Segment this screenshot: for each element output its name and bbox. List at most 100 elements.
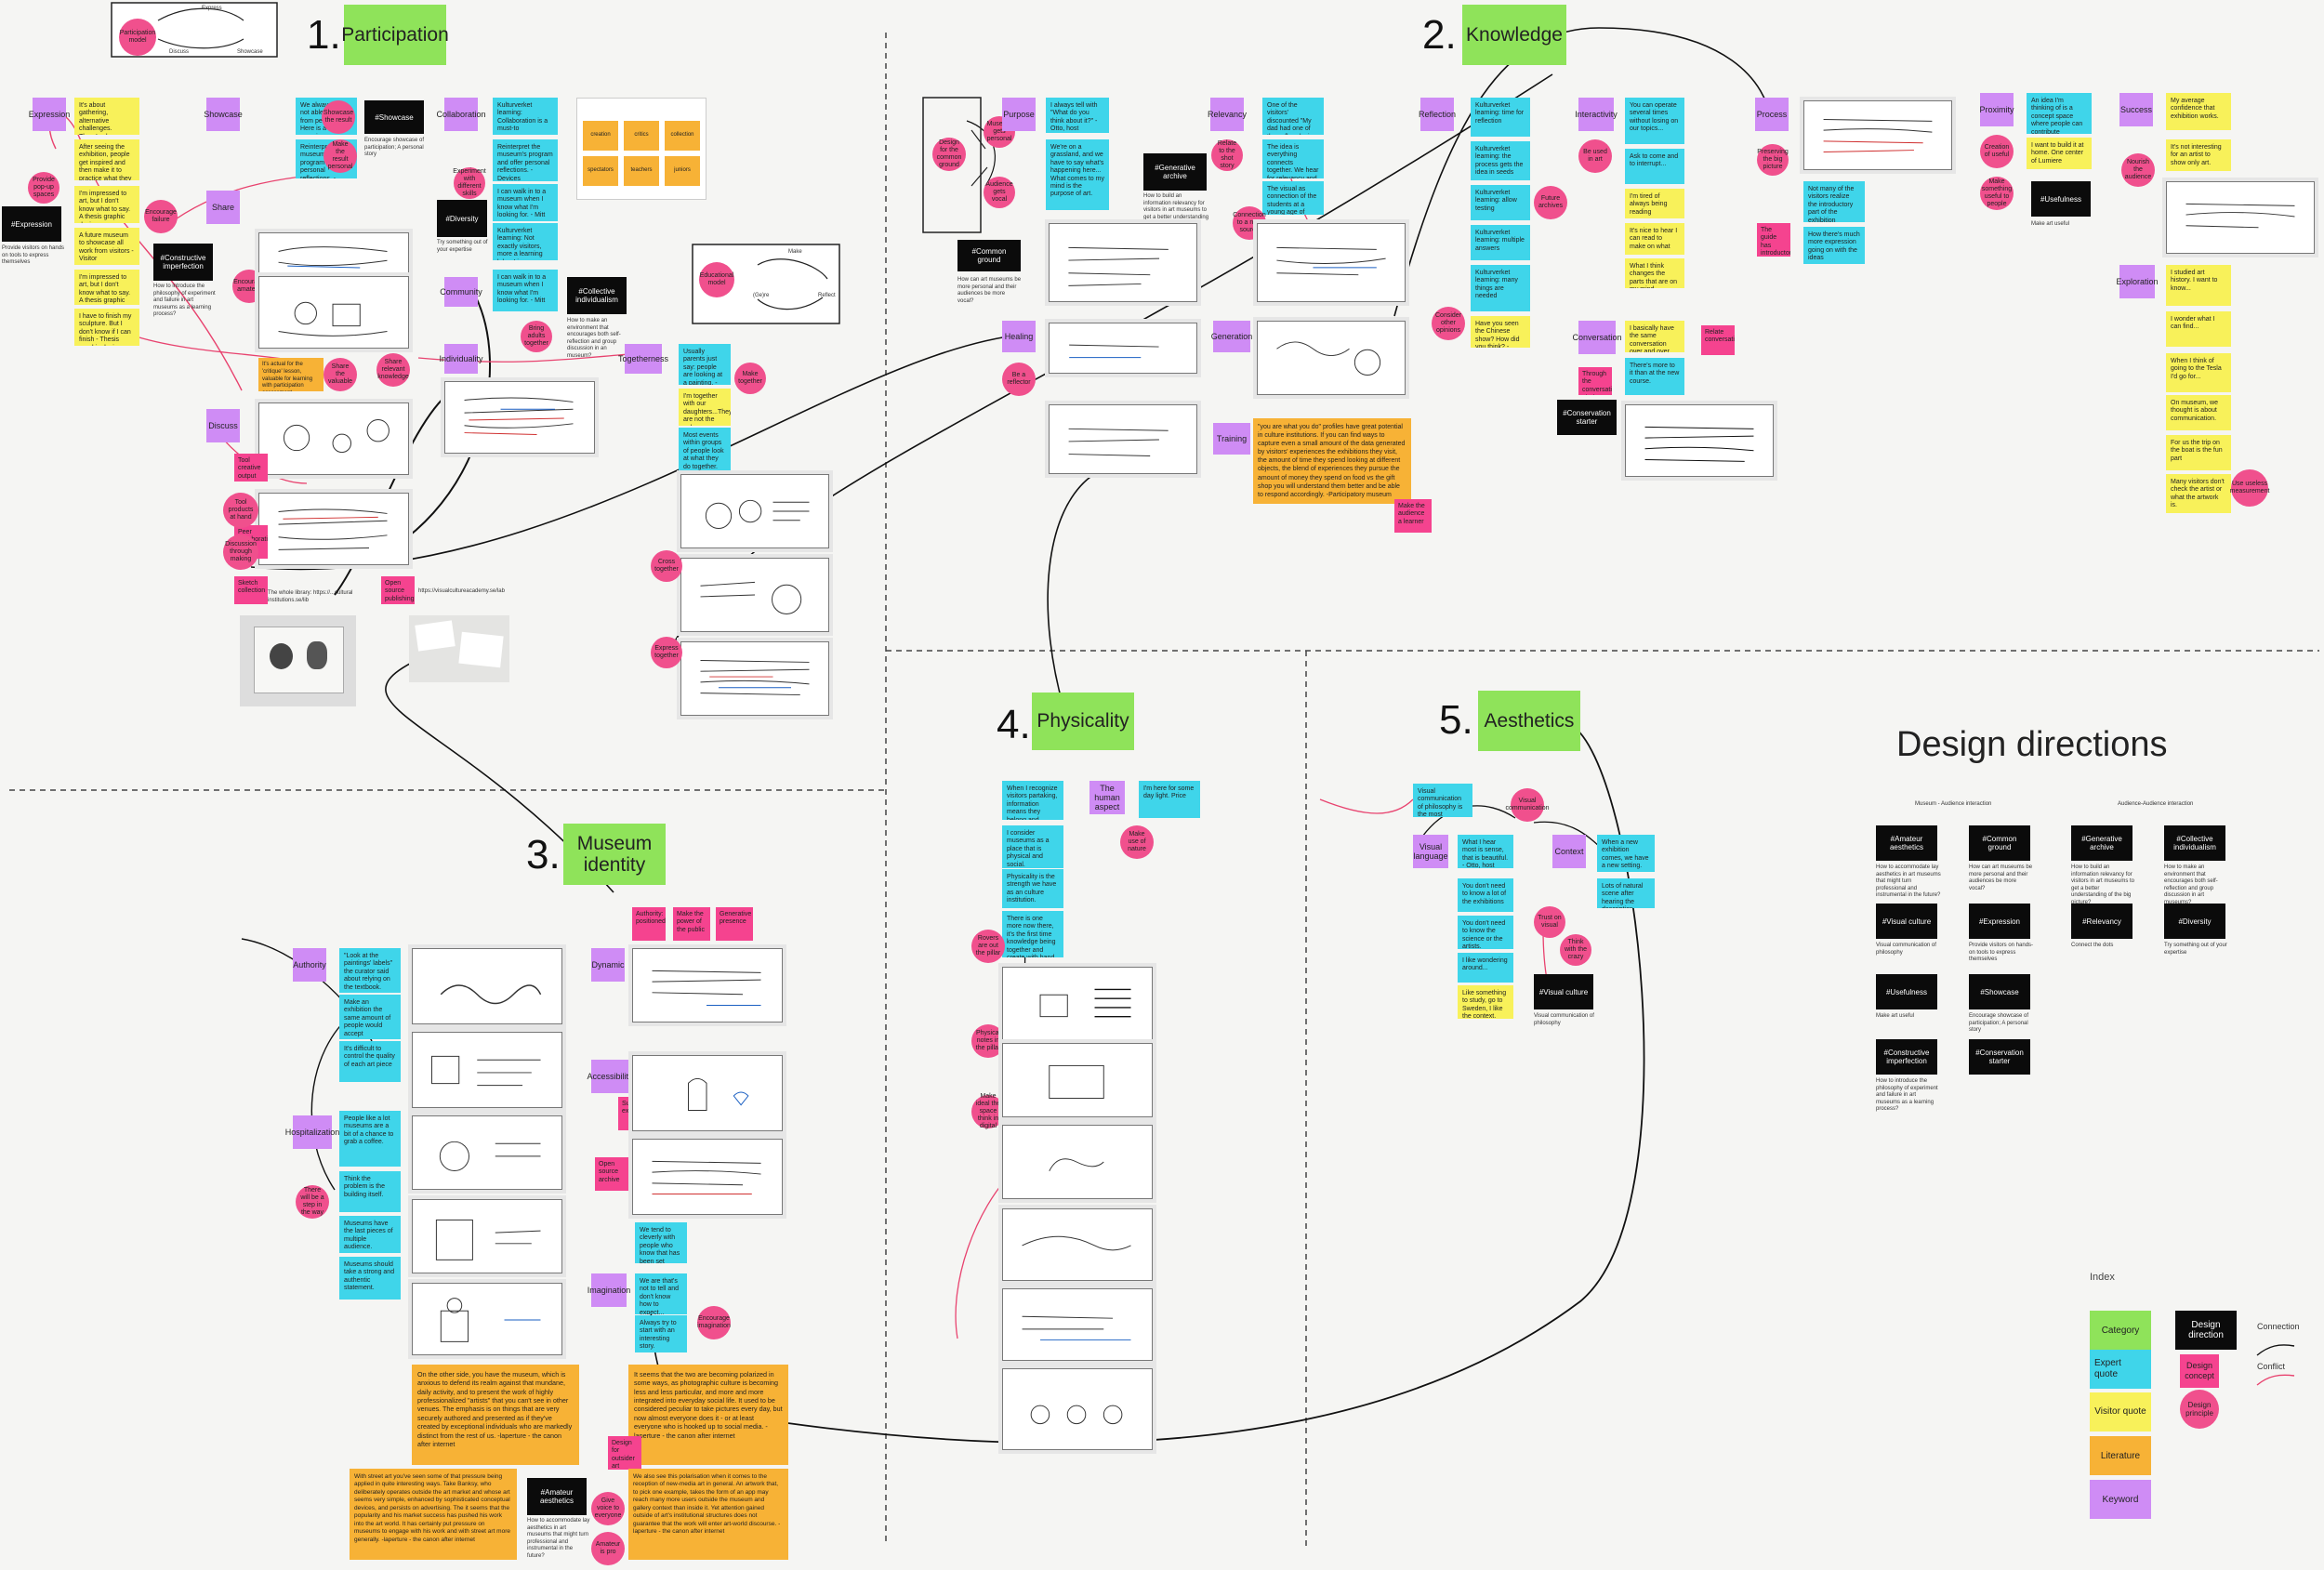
design-principle-circle[interactable]: Tool products at hand — [223, 493, 258, 528]
participation-role[interactable]: critics — [624, 121, 659, 151]
expert-quote[interactable]: It's difficult to control the quality of… — [339, 1041, 401, 1082]
visitor-quote[interactable]: A future museum to showcase all work fro… — [74, 228, 139, 265]
design-principle-circle[interactable]: Museum gets personal — [984, 116, 1015, 148]
sketch-card[interactable] — [258, 493, 409, 565]
design-direction-card[interactable]: #Visual culture — [1876, 904, 1937, 939]
visitor-quote[interactable]: I wonder what I can find... — [2166, 311, 2231, 347]
keyword-hospitalization[interactable]: Hospitalization — [285, 1115, 339, 1149]
sketch-card[interactable] — [1803, 100, 1952, 170]
design-direction-conservation-starter[interactable]: #Conservation starter — [1557, 400, 1617, 435]
keyword-individuality[interactable]: Individuality — [439, 344, 483, 374]
design-principle-circle[interactable]: Be a reflector — [1002, 363, 1036, 396]
expert-quote[interactable]: You don't need to know the science or th… — [1458, 916, 1513, 949]
expert-quote[interactable]: When a new exhibition comes, we have a n… — [1597, 835, 1655, 872]
literature-museum-left[interactable]: On the other side, you have the museum, … — [412, 1365, 579, 1465]
design-principle-circle[interactable]: Share the valuable — [324, 358, 357, 391]
design-direction-card[interactable]: #Constructive imperfection — [1876, 1039, 1937, 1075]
expert-quote[interactable]: Kulturverket learning: multiple answers — [1471, 225, 1530, 260]
visitor-quote[interactable]: It's about gathering, alternative challe… — [74, 98, 139, 135]
visitor-quote[interactable]: I basically have the same conversation o… — [1625, 321, 1684, 352]
design-principle-circle[interactable]: Physical notes in the pillar — [971, 1024, 1005, 1058]
keyword-community[interactable]: Community — [440, 277, 482, 307]
expert-quote[interactable]: We're on a grassland, and we have to say… — [1046, 139, 1109, 210]
category-museum-identity[interactable]: Museum identity — [563, 824, 666, 885]
design-principle-circle[interactable]: Express together — [651, 637, 682, 668]
literature-bottom-right[interactable]: We also see this polarisation when it co… — [628, 1469, 788, 1560]
literature-bottom-left[interactable]: With street art you've seen some of that… — [350, 1469, 517, 1560]
expert-quote[interactable]: I always tell with "What do you think ab… — [1046, 98, 1109, 133]
design-direction-card[interactable]: #Generative archive — [2071, 825, 2133, 861]
expert-quote[interactable]: Visual communication of philosophy is th… — [1413, 784, 1472, 817]
design-principle-circle[interactable]: Rovers are out the pillar — [971, 930, 1005, 963]
design-direction-card[interactable]: #Conservation starter — [1969, 1039, 2030, 1075]
participation-role[interactable]: teachers — [624, 156, 659, 186]
design-principle-circle[interactable]: Consider other opinions — [1432, 307, 1465, 340]
sketch-card[interactable] — [412, 1283, 562, 1355]
keyword-togetherness[interactable]: Togetherness — [618, 344, 668, 374]
expert-quote[interactable]: There's more to it than at the new cours… — [1625, 358, 1684, 395]
sketch-card[interactable] — [680, 558, 829, 632]
visitor-quote[interactable]: For us the trip on the boat is the fun p… — [2166, 435, 2231, 470]
expert-quote[interactable]: Ask to come and to interrupt... — [1625, 149, 1684, 184]
design-principle-circle[interactable]: Make together — [734, 363, 766, 394]
keyword-exploration[interactable]: Exploration — [2116, 265, 2159, 298]
design-direction-diversity[interactable]: #Diversity — [437, 200, 487, 237]
visitor-quote[interactable]: I studied art history. I want to know... — [2166, 265, 2231, 306]
design-principle-circle[interactable]: Showcase the result — [322, 100, 355, 134]
design-principle-circle[interactable]: Encourage imagination — [697, 1306, 731, 1339]
design-concept-note[interactable]: Make the power of the public — [673, 907, 710, 941]
sketch-card[interactable] — [258, 402, 409, 475]
visitor-quote[interactable]: What I think changes the parts that are … — [1625, 258, 1684, 288]
category-physicality[interactable]: Physicality — [1032, 693, 1134, 750]
design-principle-circle[interactable]: Future archives — [1534, 186, 1567, 219]
expert-quote[interactable]: Kulturverket learning: allow testing — [1471, 185, 1530, 220]
visitor-quote[interactable]: Like something to study, go to Sweden, I… — [1458, 985, 1513, 1019]
expert-quote[interactable]: Reinterpret the museum's program and off… — [493, 139, 558, 181]
design-direction-card[interactable]: #Common ground — [1969, 825, 2030, 861]
expert-quote[interactable]: Most events within groups of people look… — [679, 428, 731, 472]
sketch-card[interactable] — [444, 381, 595, 454]
keyword-purpose[interactable]: Purpose — [1002, 98, 1036, 131]
expert-quote[interactable]: "Look at the paintings' labels" the cura… — [339, 948, 401, 993]
visitor-quote[interactable]: I'm tired of always being reading — [1625, 189, 1684, 218]
keyword-proximity[interactable]: Proximity — [1980, 93, 2014, 126]
design-principle-circle[interactable]: Trust on visual — [1534, 906, 1565, 938]
expert-quote[interactable]: Always try to start with an interesting … — [635, 1315, 687, 1352]
expert-quote[interactable]: When I recognize visitors partaking, inf… — [1002, 781, 1063, 820]
keyword-reflection[interactable]: Reflection — [1419, 98, 1456, 131]
sketch-card[interactable] — [1002, 1208, 1153, 1281]
design-principle-circle[interactable]: Creation of useful — [1980, 135, 2014, 168]
visitor-quote[interactable]: On museum, we thought is about communica… — [2166, 395, 2231, 430]
visitor-quote[interactable]: Have you seen the Chinese show? How did … — [1471, 316, 1530, 348]
design-concept-note[interactable]: Through the conversation starter — [1578, 367, 1612, 395]
keyword-training[interactable]: Training — [1213, 423, 1250, 455]
design-principle-circle[interactable]: Think with the crazy — [1560, 934, 1591, 966]
participation-role[interactable]: collection — [665, 121, 700, 151]
keyword-discuss[interactable]: Discuss — [206, 409, 240, 442]
expert-quote[interactable]: Kulturverket learning: Collaboration is … — [493, 98, 558, 135]
design-principle-circle[interactable]: Make the result personal — [324, 139, 357, 173]
participation-role[interactable]: creation — [583, 121, 618, 151]
visitor-quote[interactable]: It's nice to hear I can read to make on … — [1625, 223, 1684, 255]
design-concept-note[interactable]: Authority: positioned — [632, 907, 666, 941]
sketch-card[interactable] — [632, 1055, 783, 1131]
design-concept-note[interactable]: The guide has introductory ghost section — [1757, 223, 1790, 257]
design-direction-generative-archive[interactable]: #Generative archive — [1143, 153, 1207, 191]
design-principle-circle[interactable]: Bring adults together — [521, 321, 552, 352]
category-knowledge[interactable]: Knowledge — [1462, 5, 1566, 65]
design-direction-collective-individualism[interactable]: #Collective individualism — [567, 277, 627, 314]
design-principle-circle[interactable]: Be used in art — [1578, 139, 1612, 173]
design-principle-circle[interactable]: Make something useful to people — [1980, 177, 2014, 210]
sketch-card[interactable] — [258, 276, 409, 349]
sketch-card[interactable] — [412, 948, 562, 1024]
keyword-showcase[interactable]: Showcase — [204, 98, 243, 131]
keyword-visual-language[interactable]: Visual language — [1413, 835, 1448, 868]
design-direction-showcase[interactable]: #Showcase — [364, 100, 424, 134]
visitor-quote[interactable]: When I think of going to the Tesla I'd g… — [2166, 353, 2231, 392]
expert-quote[interactable]: Museums should take a strong and authent… — [339, 1257, 401, 1300]
visitor-quote[interactable]: My average confidence that exhibition wo… — [2166, 93, 2231, 130]
design-principle-circle[interactable]: Experiment with different skills — [453, 167, 486, 199]
design-direction-common-ground[interactable]: #Common ground — [957, 240, 1021, 271]
design-principle-circle[interactable]: Make ideal the space think in digital — [971, 1093, 1005, 1129]
literature-profiles[interactable]: "you are what you do" profiles have grea… — [1253, 418, 1411, 504]
